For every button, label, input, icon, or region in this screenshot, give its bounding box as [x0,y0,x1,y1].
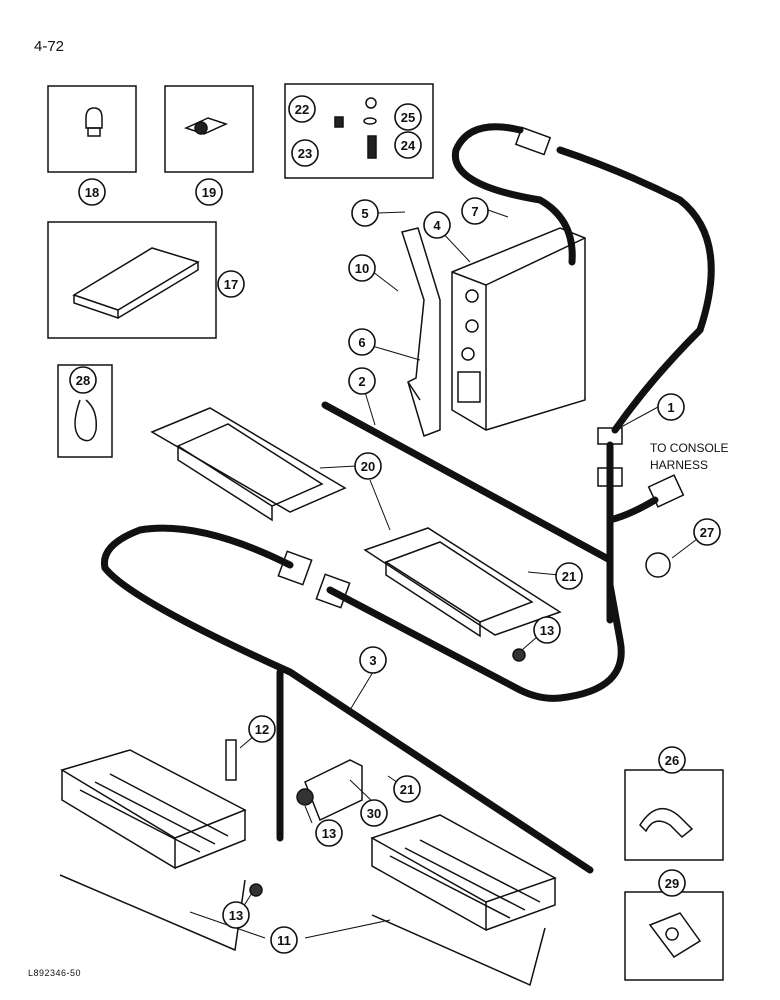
callout-20: 20 [361,459,375,474]
tie-strap-icon [74,399,98,442]
nut-13-b [249,883,263,897]
inset-box-hardware [284,83,434,179]
callout-18: 18 [85,185,99,200]
control-box [451,227,586,431]
console-harness-note: TO CONSOLE HARNESS [650,440,728,474]
callout-21-b: 21 [400,782,414,797]
callout-30: 30 [367,806,381,821]
nut-13-a [512,648,526,662]
callout-26: 26 [665,753,679,768]
note-line-2: HARNESS [650,458,709,472]
callout-22: 22 [295,102,309,117]
callout-24: 24 [401,138,416,153]
bulb-icon [85,107,103,137]
callout-25: 25 [401,110,415,125]
callout-13-a: 13 [540,623,554,638]
connector-top [514,126,552,156]
console-plug [647,474,685,508]
lamp-housing-lower [363,527,562,638]
figure-code: L892346-50 [28,968,82,978]
clip-icon [183,117,229,135]
callout-28: 28 [76,373,90,388]
callout-5: 5 [361,206,368,221]
lamp-housing-upper [150,407,347,522]
callout-3: 3 [369,653,376,668]
callout-7: 7 [471,204,478,219]
plug-27 [645,552,671,578]
inset-box-28 [57,364,113,458]
clip-29-icon [648,912,702,958]
bolt-12 [225,739,237,781]
inset-box-19 [164,85,254,173]
callout-6: 6 [358,335,365,350]
callout-4: 4 [433,218,441,233]
callout-10: 10 [355,261,369,276]
clamp-icon [639,808,694,839]
work-light-left [59,749,247,952]
callout-11: 11 [277,933,291,948]
callout-23: 23 [298,146,312,161]
harness-connector-a [277,550,313,586]
inset-box-17 [47,221,217,339]
callout-21-a: 21 [562,569,576,584]
lamp-lens-icon [72,247,200,320]
callout-27: 27 [700,525,714,540]
callout-29: 29 [665,876,679,891]
inset-box-26 [624,769,724,861]
hardware-icons [334,97,377,159]
callout-13-b: 13 [322,826,336,841]
page-number: 4-72 [34,38,65,55]
callout-2: 2 [358,374,365,389]
callout-13-c: 13 [229,908,243,923]
callout-12: 12 [255,722,269,737]
leader-lines [189,209,706,939]
callout-circles [69,95,721,954]
inset-box-29 [624,891,724,981]
bracket-30 [304,759,363,822]
note-line-1: TO CONSOLE [650,441,729,455]
callout-1: 1 [667,400,674,415]
work-light-right [370,814,557,987]
wiring-harness [100,123,715,874]
grommet-13 [296,788,314,806]
callout-19: 19 [202,185,216,200]
inset-box-18 [47,85,137,173]
mounting-bracket [401,227,441,437]
callout-17: 17 [224,277,238,292]
callout-labels: 1 2 3 4 5 6 7 10 11 12 13 13 13 17 18 19… [76,102,714,948]
